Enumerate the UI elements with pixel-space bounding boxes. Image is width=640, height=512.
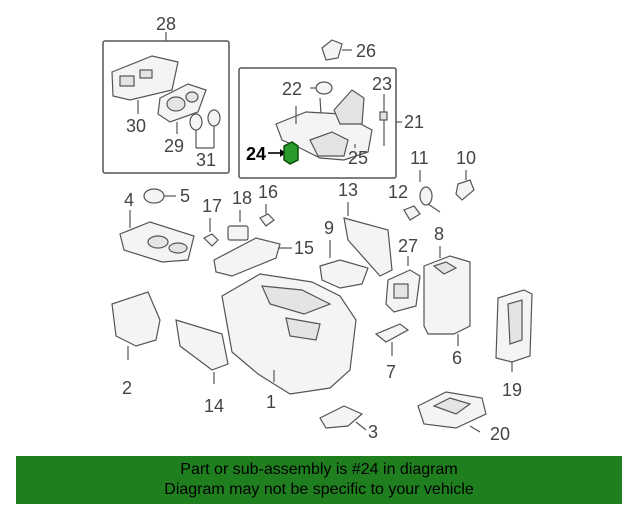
- part-13-side-panel[interactable]: [343, 217, 393, 277]
- part-26-knob[interactable]: [321, 39, 343, 61]
- callout-22[interactable]: 22: [282, 79, 302, 99]
- callout-15[interactable]: 15: [294, 238, 314, 258]
- callout-23[interactable]: 23: [372, 74, 392, 94]
- callout-7[interactable]: 7: [386, 362, 396, 382]
- callout-8[interactable]: 8: [434, 224, 444, 244]
- callout-25[interactable]: 25: [348, 148, 368, 168]
- part-18-switch[interactable]: [227, 225, 249, 241]
- callout-27[interactable]: 27: [398, 236, 418, 256]
- callout-19[interactable]: 19: [502, 380, 522, 400]
- callout-26[interactable]: 26: [356, 41, 376, 61]
- callout-31[interactable]: 31: [196, 150, 216, 170]
- part-9-bracket[interactable]: [319, 259, 369, 289]
- part-2-side-bracket[interactable]: [111, 291, 161, 347]
- callout-21[interactable]: 21: [404, 112, 424, 132]
- part-14-side-panel[interactable]: [175, 319, 229, 371]
- callout-12[interactable]: 12: [388, 182, 408, 202]
- callout-16[interactable]: 16: [258, 182, 278, 202]
- callout-9[interactable]: 9: [324, 218, 334, 238]
- banner-line-2: Diagram may not be specific to your vehi…: [164, 481, 474, 498]
- part-15-panel[interactable]: [213, 237, 281, 277]
- part-22-knob[interactable]: [315, 81, 333, 95]
- part-3-bracket[interactable]: [319, 405, 364, 429]
- info-banner: Part or sub-assembly is #24 in diagram D…: [16, 456, 622, 504]
- callout-3[interactable]: 3: [368, 422, 378, 442]
- callout-20[interactable]: 20: [490, 424, 510, 444]
- part-7-tray[interactable]: [374, 323, 410, 343]
- part-24-highlighted[interactable]: [283, 141, 299, 165]
- banner-line-1: Part or sub-assembly is #24 in diagram: [180, 461, 458, 478]
- callout-2[interactable]: 2: [122, 378, 132, 398]
- callout-29[interactable]: 29: [164, 136, 184, 156]
- part-5-cupholder-insert[interactable]: [143, 188, 165, 204]
- callout-24[interactable]: 24: [246, 144, 266, 164]
- callout-6[interactable]: 6: [452, 348, 462, 368]
- part-17-clip[interactable]: [202, 233, 219, 247]
- part-10-bulb[interactable]: [455, 179, 475, 201]
- part-31-knob-b[interactable]: [207, 109, 221, 127]
- callout-17[interactable]: 17: [202, 196, 222, 216]
- part-6-armrest-lid[interactable]: [423, 255, 471, 335]
- part-31-knob-a[interactable]: [189, 113, 203, 131]
- callout-13[interactable]: 13: [338, 180, 358, 200]
- callout-30[interactable]: 30: [126, 116, 146, 136]
- part-23-pin[interactable]: [379, 111, 388, 121]
- callout-11[interactable]: 11: [410, 148, 429, 168]
- callout-14[interactable]: 14: [204, 396, 224, 416]
- callout-18[interactable]: 18: [232, 188, 252, 208]
- callout-5[interactable]: 5: [180, 186, 190, 206]
- part-12-connector[interactable]: [403, 205, 421, 221]
- callout-28[interactable]: 28: [156, 14, 176, 34]
- callout-4[interactable]: 4: [124, 190, 134, 210]
- part-11-ring[interactable]: [419, 186, 433, 206]
- part-16-clip[interactable]: [259, 213, 275, 227]
- callout-10[interactable]: 10: [456, 148, 476, 168]
- group-box-21: [238, 67, 397, 179]
- callout-1[interactable]: 1: [266, 392, 276, 412]
